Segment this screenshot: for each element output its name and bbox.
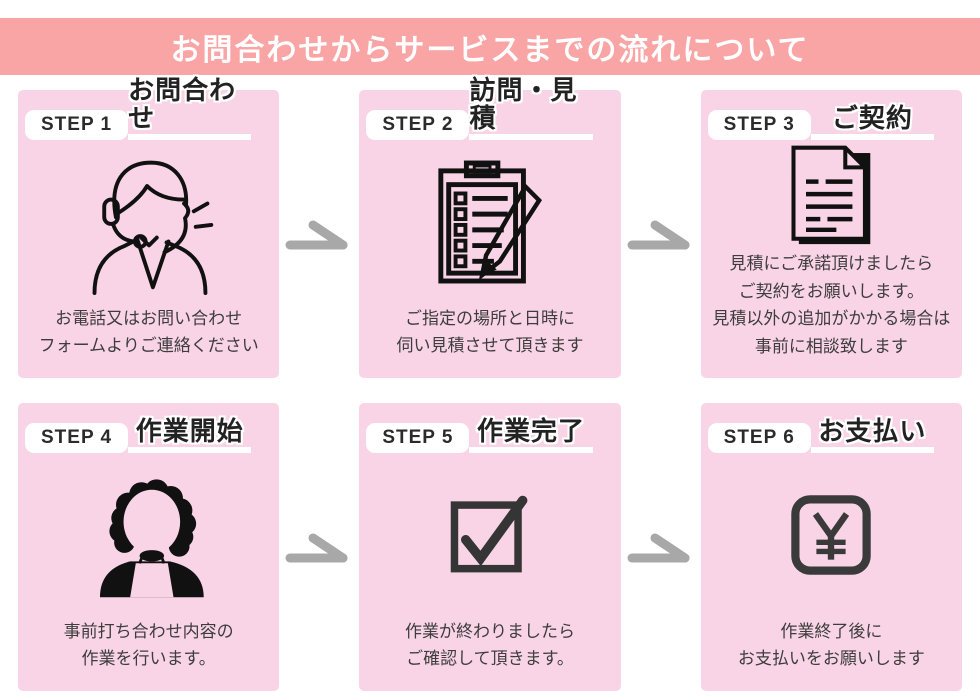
card-description: 見積にご承諾頂けましたら ご契約をお願いします。 見積以外の追加がかかる場合は … [712, 254, 951, 356]
clipboard-checklist-icon [359, 140, 620, 305]
step-label: STEP 6 [723, 427, 795, 448]
step-badge: STEP 5 [366, 423, 470, 453]
contract-document-icon [701, 140, 962, 250]
step-label: STEP 4 [41, 427, 113, 448]
step-badge: STEP 6 [707, 423, 811, 453]
step-badge: STEP 3 [707, 110, 811, 140]
flow-arrow-icon [283, 210, 355, 258]
card-description: ご指定の場所と日時に 伺い見積させて頂きます [396, 308, 584, 356]
call-center-icon [18, 140, 279, 305]
card-title: 作業開始 [135, 416, 244, 447]
steps-grid: STEP 1 お問合わせ [0, 75, 980, 691]
flow-arrow-icon [625, 210, 697, 258]
card-header: STEP 3 ご契約 [707, 104, 934, 140]
housekeeper-icon [18, 453, 279, 618]
step-badge: STEP 4 [25, 423, 129, 453]
step-label: STEP 3 [723, 114, 795, 135]
step-label: STEP 5 [382, 427, 454, 448]
card-header: STEP 5 作業完了 [366, 417, 593, 453]
card-title: お支払い [818, 416, 927, 447]
yen-payment-icon [701, 453, 962, 618]
card-title: 作業完了 [477, 416, 586, 447]
step-label: STEP 2 [382, 114, 454, 135]
page-title: お問合わせからサービスまでの流れについて [170, 33, 810, 67]
card-title-underline: 訪問・見積 [469, 75, 593, 140]
step-label: STEP 1 [41, 114, 113, 135]
card-header: STEP 1 お問合わせ [25, 75, 252, 140]
card-description: 作業終了後に お支払いをお願いします [737, 621, 925, 669]
page-header-bar: お問合わせからサービスまでの流れについて [0, 18, 980, 75]
card-title: 訪問・見積 [469, 74, 578, 134]
step-card-4: STEP 4 作業開始 [18, 403, 280, 691]
step-badge: STEP 1 [25, 110, 129, 140]
card-title-underline: お支払い [810, 412, 934, 453]
card-title-underline: 作業開始 [128, 412, 252, 453]
step-card-2: STEP 2 訪問・見積 [359, 75, 621, 378]
step-card-6: STEP 6 お支払い 作業終了後に お支払いをお願いします [700, 403, 962, 691]
card-description: 作業が終わりましたら ご確認して頂きます。 [404, 621, 575, 669]
card-title-underline: 作業完了 [469, 412, 593, 453]
card-description: お電話又はお問い合わせ フォームよりご連絡ください [38, 308, 259, 356]
card-title-underline: お問合わせ [128, 75, 252, 140]
step-card-5: STEP 5 作業完了 作業が終わりましたら ご確認して頂きます。 [359, 403, 621, 691]
flow-arrow-icon [625, 523, 697, 571]
checkbox-checked-icon [359, 453, 620, 618]
card-header: STEP 4 作業開始 [25, 417, 252, 453]
card-header: STEP 2 訪問・見積 [366, 75, 593, 140]
card-header: STEP 6 お支払い [707, 417, 934, 453]
flow-arrow-icon [283, 523, 355, 571]
step-badge: STEP 2 [366, 110, 470, 140]
card-title: ご契約 [831, 103, 913, 134]
card-title-underline: ご契約 [810, 99, 934, 140]
step-card-3: STEP 3 ご契約 [700, 90, 962, 378]
step-card-1: STEP 1 お問合わせ [18, 75, 280, 378]
card-description: 事前打ち合わせ内容の 作業を行います。 [63, 621, 234, 669]
card-title: お問合わせ [128, 74, 237, 134]
